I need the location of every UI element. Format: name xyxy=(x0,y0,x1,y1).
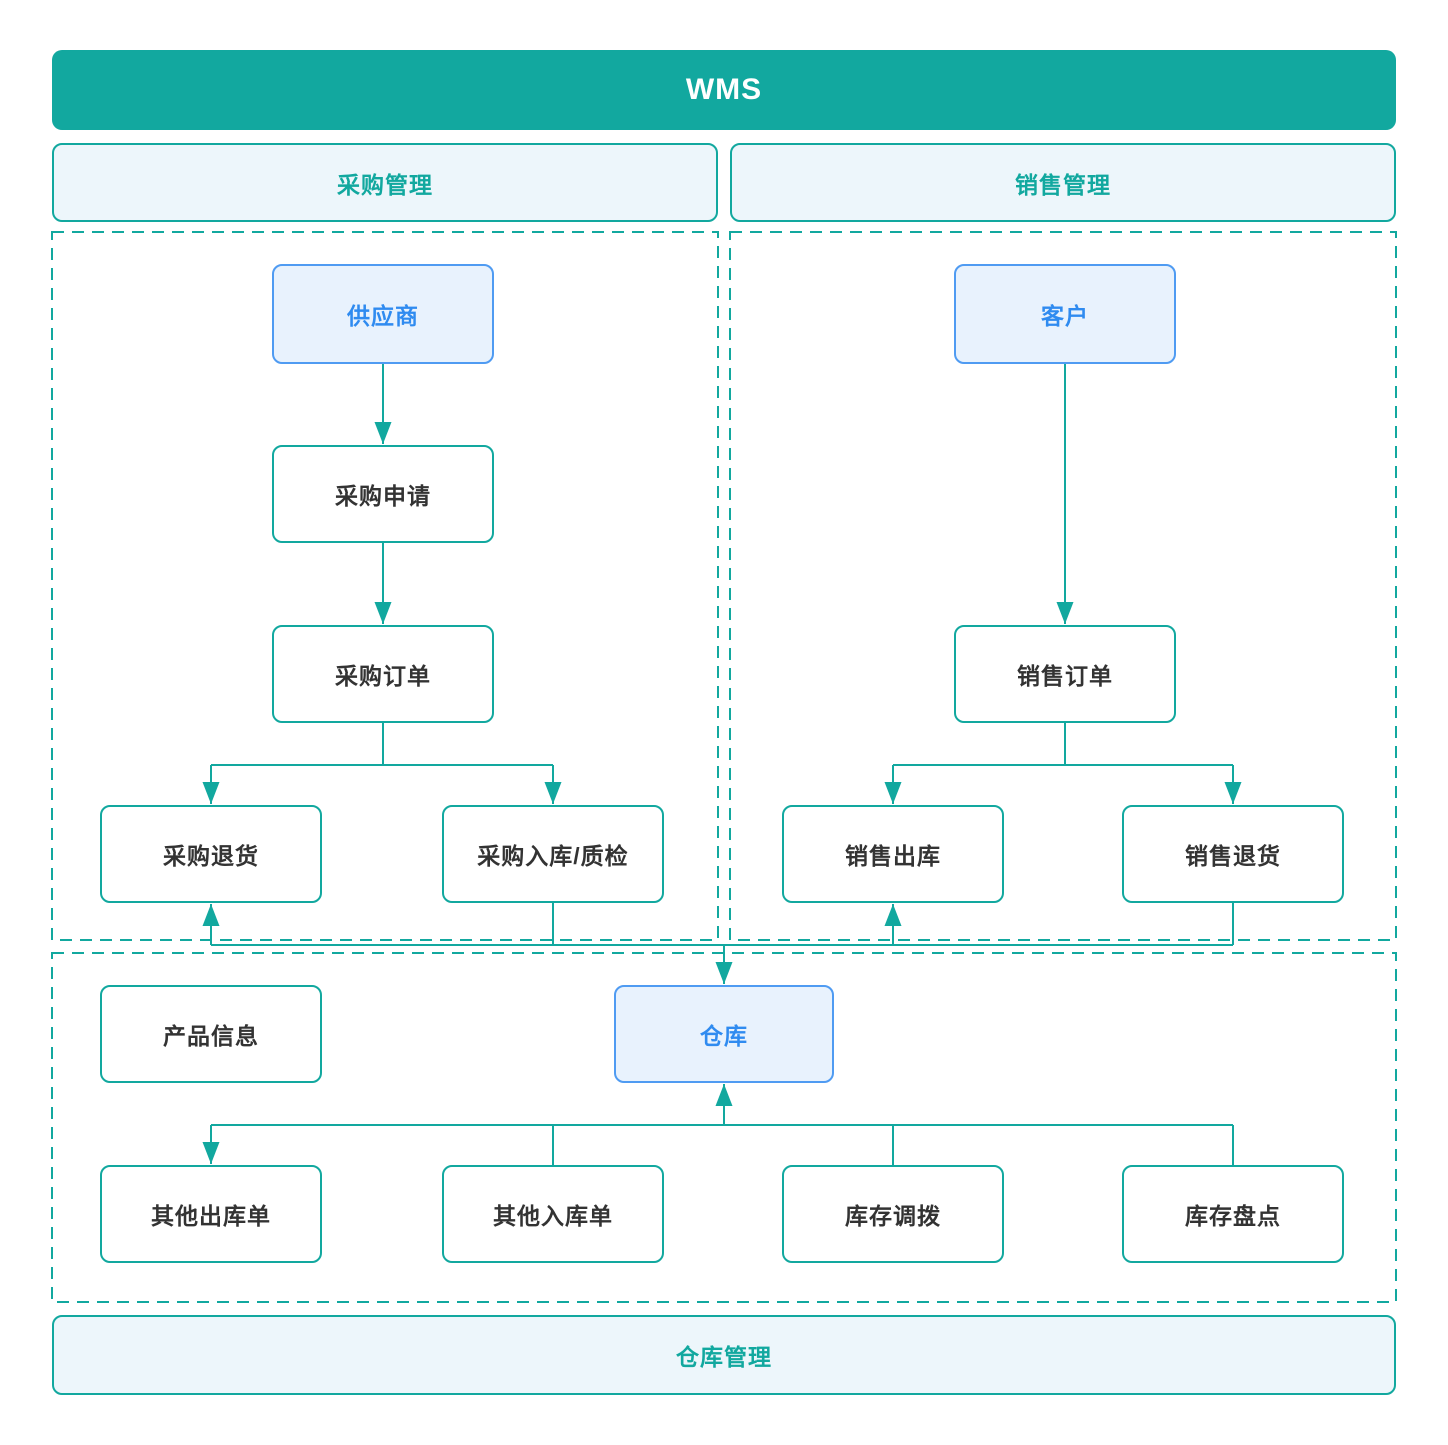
node-sales-outbound[interactable]: 销售出库 xyxy=(782,805,1004,903)
dashed-region-borders xyxy=(51,231,1397,1303)
node-warehouse-label: 仓库 xyxy=(700,1023,748,1049)
edge-purchase-order-split xyxy=(211,723,553,766)
node-stock-transfer[interactable]: 库存调拨 xyxy=(782,1165,1004,1263)
node-stock-count-label: 库存盘点 xyxy=(1185,1203,1281,1229)
node-purchase-request-label: 采购申请 xyxy=(335,483,431,509)
node-customer[interactable]: 客户 xyxy=(954,264,1176,364)
wms-title-banner: WMS xyxy=(52,50,1396,130)
purchase-section-label: 采购管理 xyxy=(337,171,433,198)
node-sales-outbound-label: 销售出库 xyxy=(845,843,941,869)
node-other-inbound[interactable]: 其他入库单 xyxy=(442,1165,664,1263)
node-customer-label: 客户 xyxy=(1041,303,1089,329)
sales-section-label: 销售管理 xyxy=(1015,171,1111,198)
node-supplier[interactable]: 供应商 xyxy=(272,264,494,364)
node-sales-return[interactable]: 销售退货 xyxy=(1122,805,1344,903)
node-purchase-order-label: 采购订单 xyxy=(335,663,431,689)
node-purchase-request[interactable]: 采购申请 xyxy=(272,445,494,543)
node-other-inbound-label: 其他入库单 xyxy=(493,1203,613,1229)
node-other-outbound[interactable]: 其他出库单 xyxy=(100,1165,322,1263)
wms-title: WMS xyxy=(685,73,763,106)
warehouse-section-label: 仓库管理 xyxy=(676,1344,772,1370)
node-warehouse[interactable]: 仓库 xyxy=(614,985,834,1083)
node-purchase-return[interactable]: 采购退货 xyxy=(100,805,322,903)
node-supplier-label: 供应商 xyxy=(347,303,419,329)
node-purchase-inbound-qc-label: 采购入库/质检 xyxy=(477,843,629,869)
node-purchase-order[interactable]: 采购订单 xyxy=(272,625,494,723)
edge-lines xyxy=(202,364,1242,1165)
purchase-section-header: 采购管理 xyxy=(52,143,718,222)
node-product-info[interactable]: 产品信息 xyxy=(100,985,322,1083)
sales-region-border xyxy=(729,231,1397,941)
node-sales-return-label: 销售退货 xyxy=(1185,843,1281,869)
node-other-outbound-label: 其他出库单 xyxy=(151,1203,271,1229)
node-purchase-return-label: 采购退货 xyxy=(163,843,259,869)
node-sales-order[interactable]: 销售订单 xyxy=(954,625,1176,723)
node-stock-transfer-label: 库存调拨 xyxy=(845,1203,941,1229)
node-stock-count[interactable]: 库存盘点 xyxy=(1122,1165,1344,1263)
edge-sales-order-split xyxy=(893,723,1233,766)
node-purchase-inbound-qc[interactable]: 采购入库/质检 xyxy=(442,805,664,903)
node-sales-order-label: 销售订单 xyxy=(1017,663,1113,689)
purchase-region-border xyxy=(51,231,719,941)
node-product-info-label: 产品信息 xyxy=(163,1023,259,1049)
warehouse-section-footer: 仓库管理 xyxy=(52,1315,1396,1395)
sales-section-header: 销售管理 xyxy=(730,143,1396,222)
